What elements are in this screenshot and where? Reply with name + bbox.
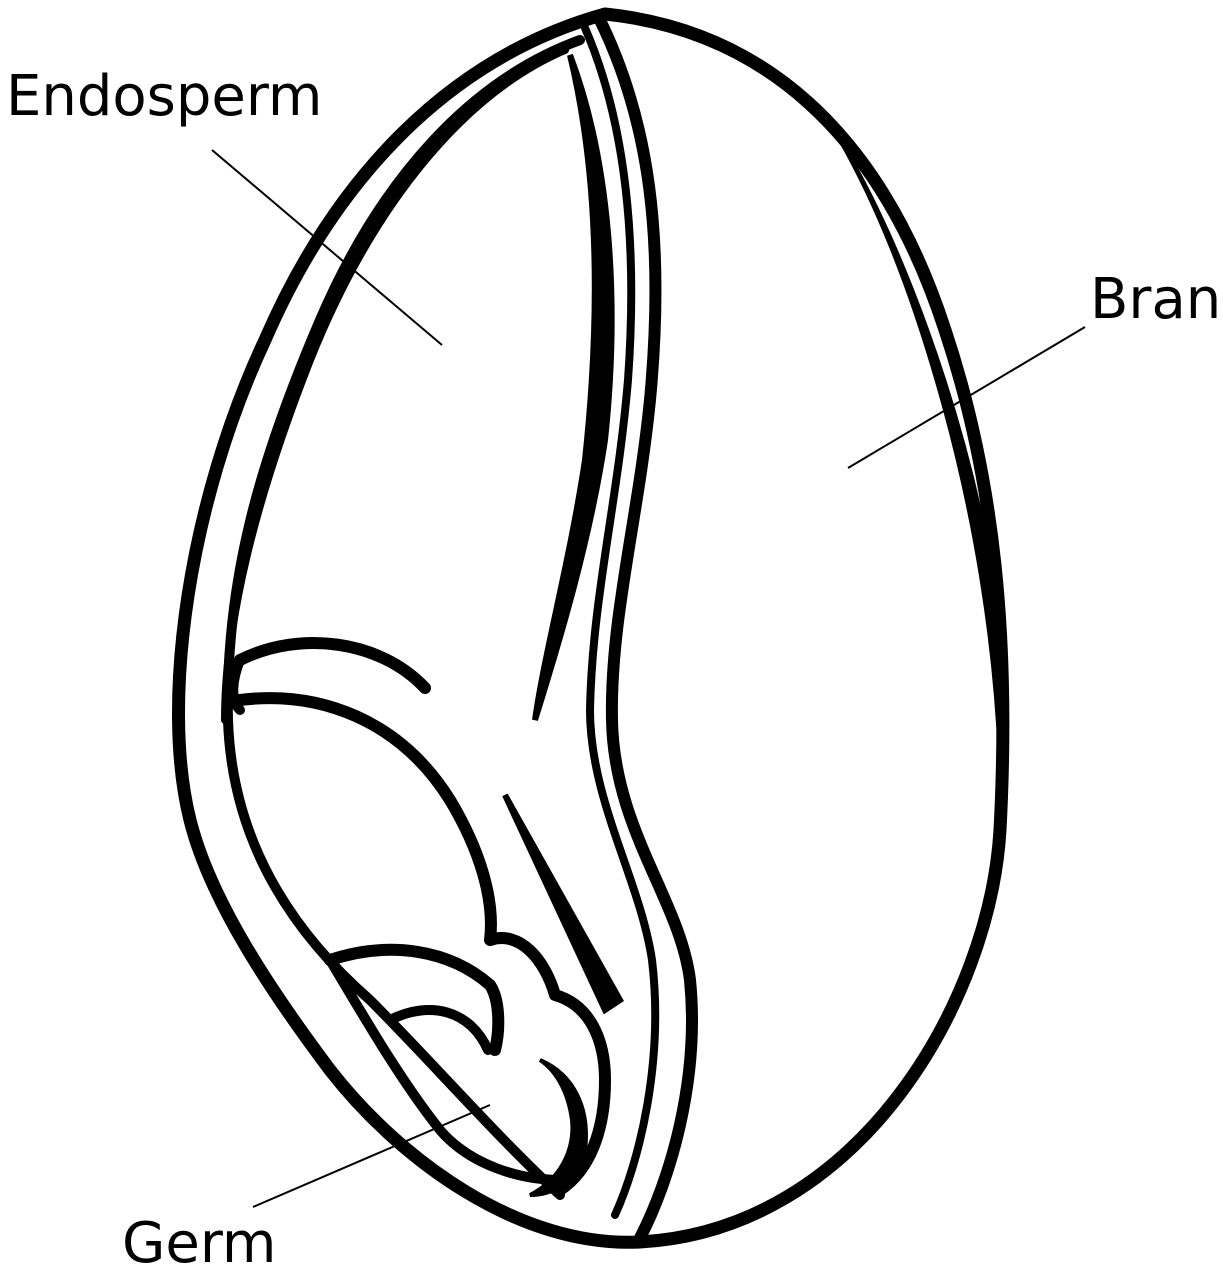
endosperm-outline (225, 40, 612, 1195)
bran-label: Bran (1090, 267, 1221, 332)
germ-label: Germ (122, 1211, 276, 1268)
bran-leader-line (848, 327, 1085, 468)
endosperm-label: Endosperm (6, 64, 322, 129)
